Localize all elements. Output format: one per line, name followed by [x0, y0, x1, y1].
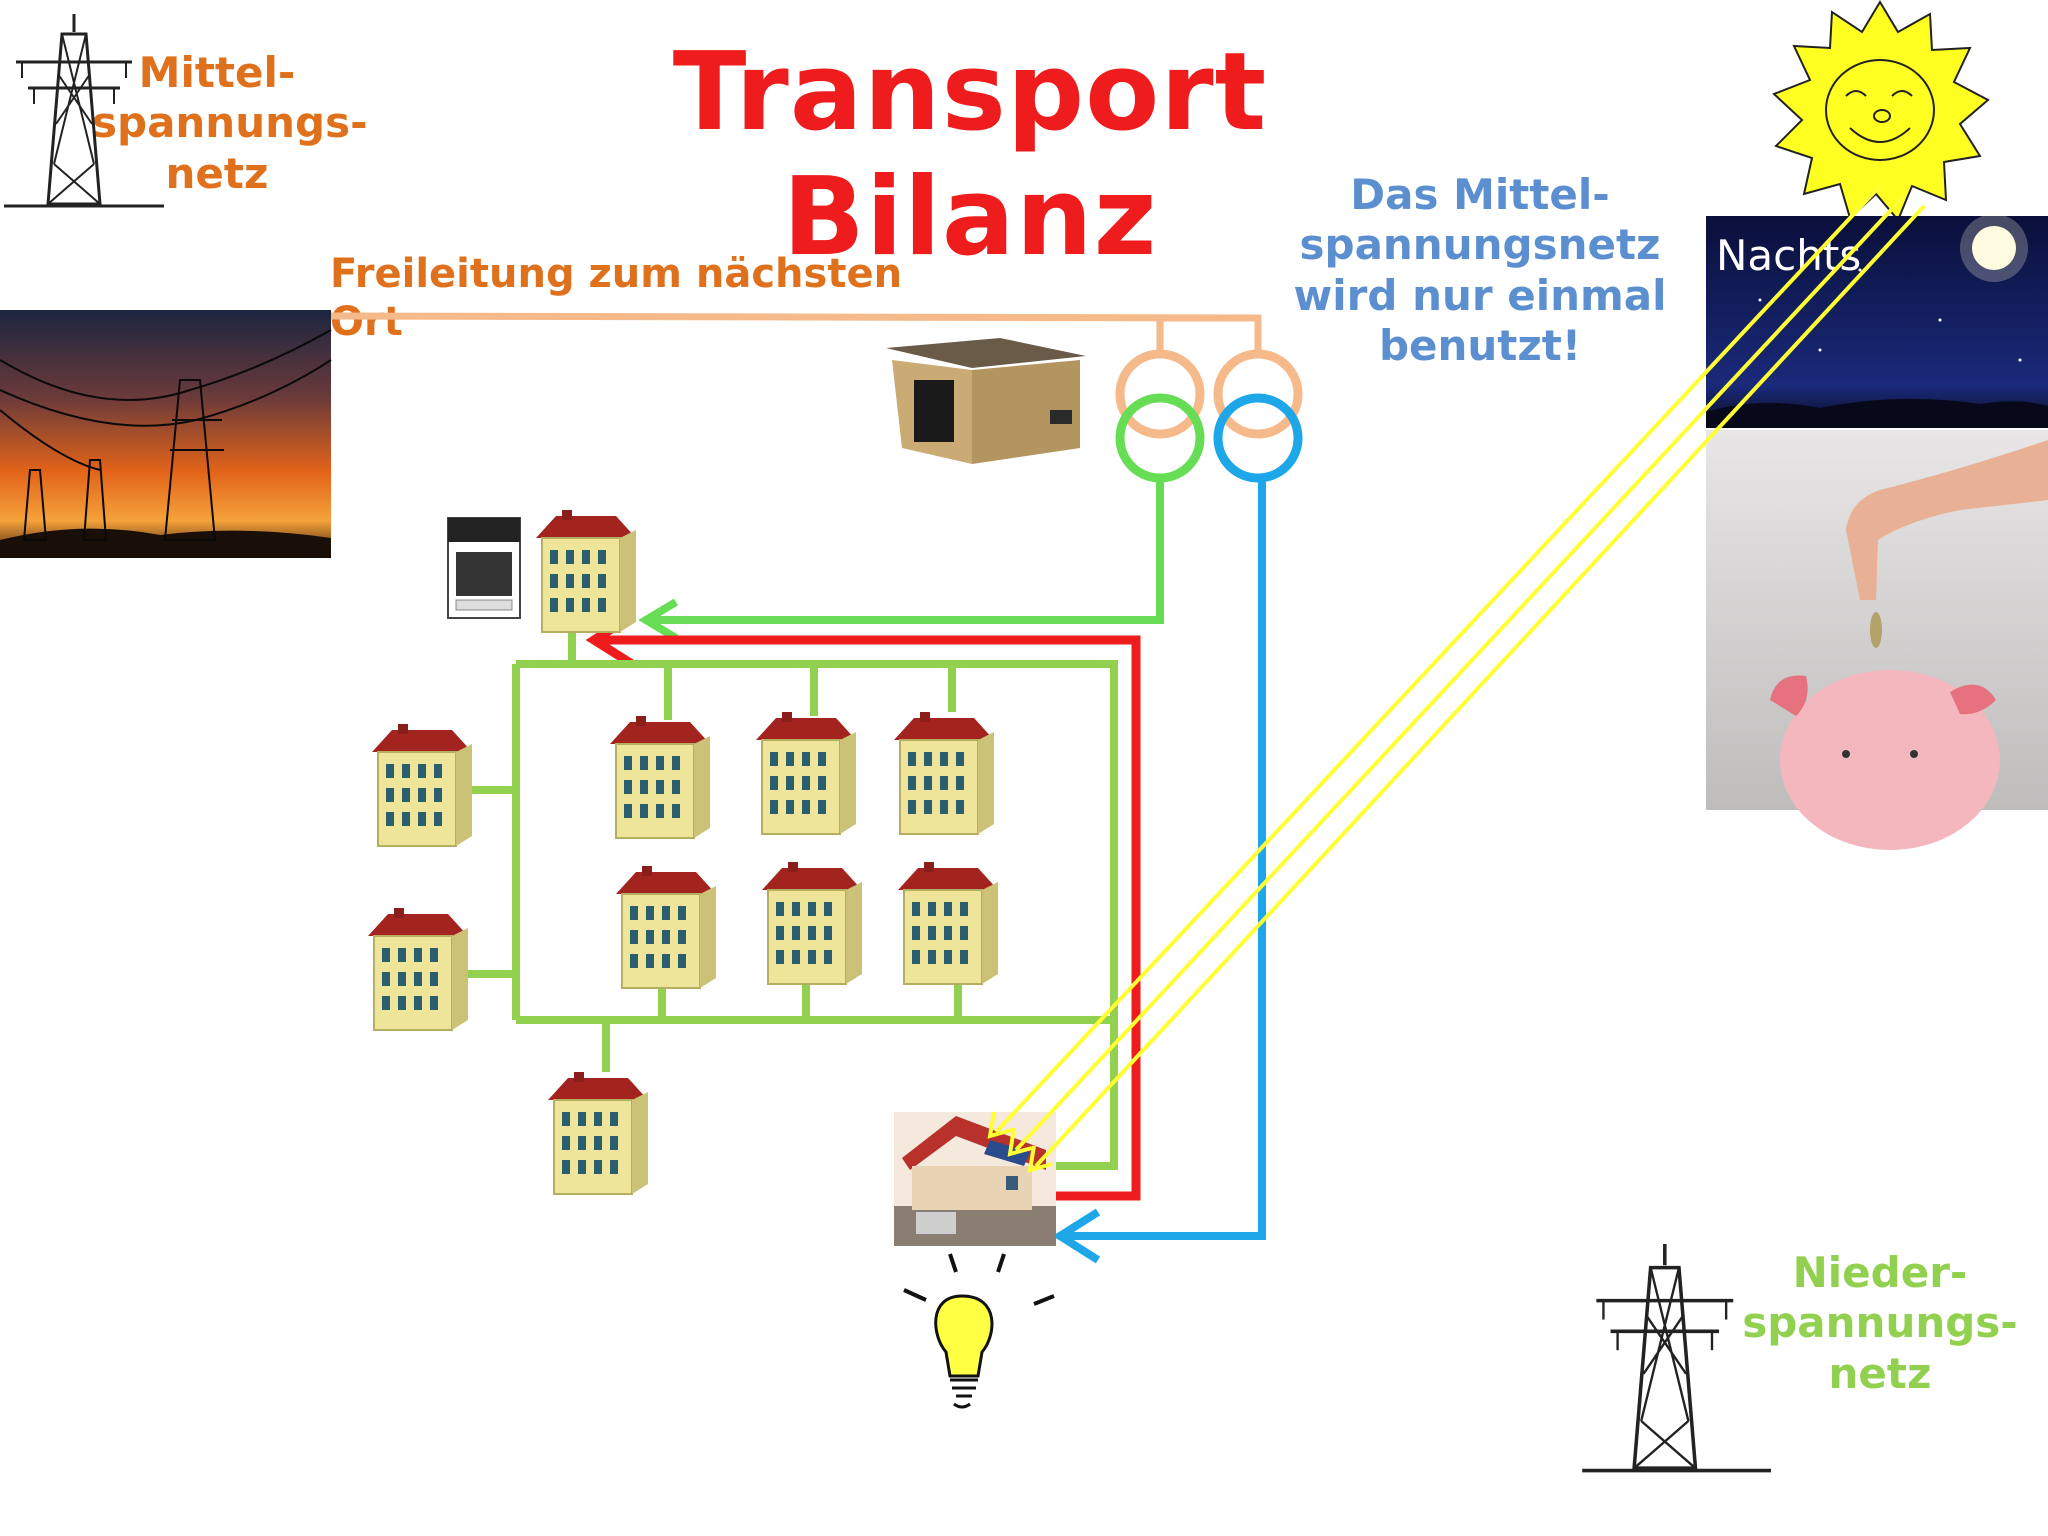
- low-voltage-label-line: spannungs-: [1742, 1298, 2018, 1348]
- apartment-building: [547, 1071, 649, 1195]
- note-line: benutzt!: [1378, 321, 1582, 371]
- apartment-building: [609, 715, 711, 839]
- transformer-circles: [1115, 349, 1303, 483]
- note-line: Das Mittel-: [1350, 170, 1610, 219]
- medium-voltage-label-line: spannungs-: [92, 98, 368, 148]
- stove-icon: [447, 517, 521, 619]
- note-line: wird nur einmal: [1293, 270, 1667, 320]
- transformer-station-icon: [886, 338, 1086, 464]
- low-voltage-grid: [462, 620, 1118, 1170]
- light-bulb-icon: [903, 1253, 1055, 1409]
- low-voltage-label-line: netz: [1828, 1348, 1932, 1398]
- night-label: Nachts: [1716, 231, 1861, 280]
- sunset-powerline-photo: [0, 310, 332, 558]
- page-title: Transport Bilanz: [672, 30, 1268, 280]
- note-label: Das Mittel- spannungsnetz wird nur einma…: [1290, 170, 1670, 372]
- overhead-line: [330, 312, 1262, 358]
- piggy-bank-icon: [1706, 430, 2048, 850]
- low-voltage-label: Nieder- spannungs- netz: [1740, 1248, 2020, 1399]
- apartment-building: [371, 723, 473, 847]
- low-voltage-label-line: Nieder-: [1792, 1248, 1968, 1297]
- apartment-building: [367, 907, 469, 1031]
- apartment-building: [893, 711, 995, 835]
- apartment-building: [761, 861, 863, 985]
- green-loop-arrow: [638, 478, 1164, 642]
- blue-arrow: [1052, 480, 1266, 1264]
- overhead-line-label: Freileitung zum nächsten Ort: [330, 251, 903, 345]
- apartment-building: [897, 861, 999, 985]
- apartment-building: [755, 711, 857, 835]
- power-pylon-icon: [2, 12, 166, 208]
- note-line: spannungsnetz: [1299, 220, 1661, 270]
- sun-icon: [1772, 0, 1990, 222]
- apartment-building: [615, 865, 717, 989]
- sun-rays: [987, 184, 1926, 1173]
- medium-voltage-label-line: Mittel-: [138, 48, 296, 97]
- medium-voltage-label: Mittel- spannungs- netz: [92, 48, 368, 199]
- night-photo: [1706, 214, 2048, 428]
- medium-voltage-label-line: netz: [165, 148, 269, 198]
- power-pylon-icon: [1580, 1242, 1773, 1473]
- apartment-building: [535, 509, 637, 633]
